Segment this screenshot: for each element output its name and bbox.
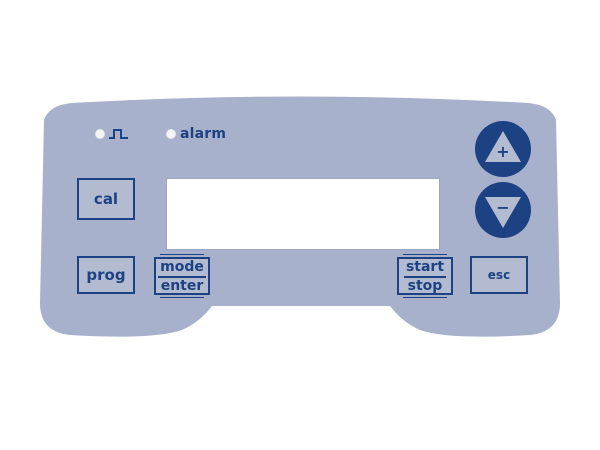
lcd-display — [167, 179, 439, 249]
cal-button[interactable]: cal — [77, 178, 135, 220]
plus-symbol: + — [496, 142, 509, 161]
triangle-down-minus-icon: − — [485, 197, 521, 228]
esc-button[interactable]: esc — [470, 256, 528, 294]
start-stop-button[interactable]: start stop — [397, 254, 453, 298]
prog-label: prog — [86, 266, 126, 284]
alarm-label: alarm — [180, 126, 227, 142]
mode-enter-button[interactable]: mode enter — [154, 254, 210, 298]
up-plus-button[interactable]: + — [475, 121, 531, 177]
enter-label: enter — [160, 278, 204, 294]
pulse-led — [95, 129, 105, 139]
stop-label: stop — [407, 278, 443, 294]
pulse-indicator — [95, 128, 129, 140]
minus-symbol: − — [496, 198, 509, 217]
alarm-indicator: alarm — [166, 126, 226, 142]
prog-button[interactable]: prog — [77, 256, 135, 294]
mode-label: mode — [158, 260, 206, 278]
down-minus-button[interactable]: − — [475, 182, 531, 238]
triangle-up-plus-icon: + — [485, 131, 521, 162]
cal-label: cal — [93, 190, 119, 208]
esc-label: esc — [487, 268, 511, 282]
square-pulse-icon — [109, 129, 128, 139]
alarm-led — [166, 129, 176, 139]
start-label: start — [403, 260, 447, 278]
